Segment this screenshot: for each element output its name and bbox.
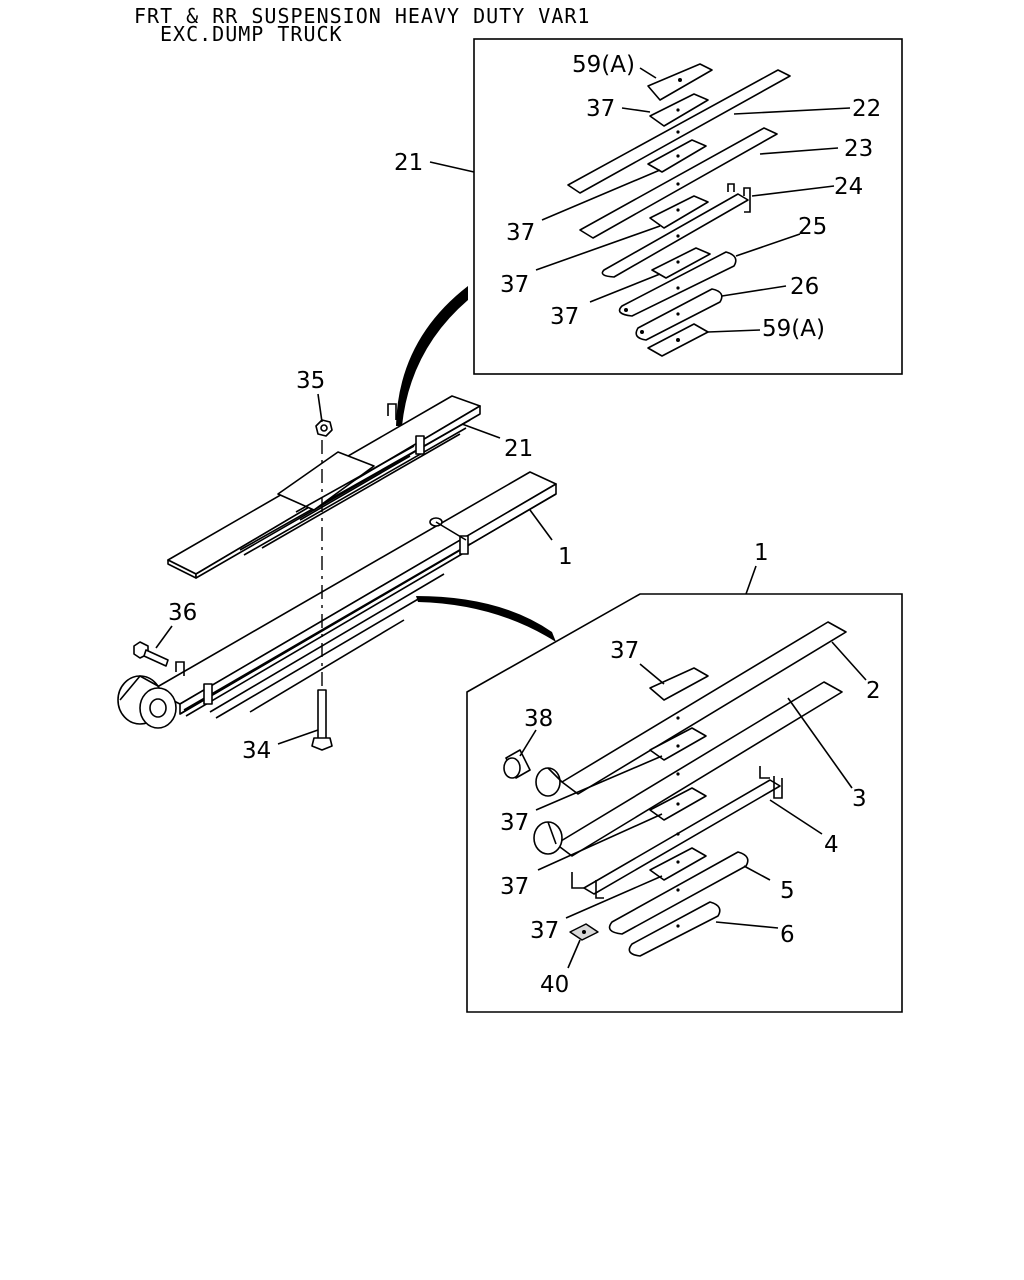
leaf-3: [533, 681, 843, 857]
leaders-box-1: [519, 565, 867, 969]
callout-37-f: 37: [500, 810, 529, 836]
callout-labels: 59(A) 37 22 23 21 24 37 25 37 26 37 59(A…: [168, 52, 881, 998]
leaf-24: [601, 183, 751, 278]
callout-37-c: 37: [500, 272, 529, 298]
callout-25: 25: [798, 214, 827, 240]
diagram-subtitle: EXC.DUMP TRUCK: [160, 22, 343, 46]
callout-34: 34: [242, 738, 271, 764]
callout-6: 6: [780, 922, 795, 948]
pad-37-d: [651, 247, 711, 279]
detail-pointer-arrow-top: [396, 286, 468, 426]
leaf-4: [571, 766, 783, 899]
callout-3: 3: [852, 786, 867, 812]
nut-35: [315, 419, 333, 437]
callout-37-h: 37: [530, 918, 559, 944]
bolt-36: [133, 641, 169, 667]
detail-box-21: [473, 38, 903, 375]
bushing-38: [503, 749, 531, 779]
leaders-main: [155, 393, 553, 745]
leaf-25: [618, 251, 737, 317]
spring-assembly-1: [117, 471, 557, 729]
callout-24: 24: [834, 174, 863, 200]
callout-38: 38: [524, 706, 553, 732]
callout-59a-top: 59(A): [572, 52, 635, 78]
callout-22: 22: [852, 96, 881, 122]
callout-1-box: 1: [754, 540, 769, 566]
callout-26: 26: [790, 274, 819, 300]
callout-36: 36: [168, 600, 197, 626]
pad-37-c: [649, 195, 709, 229]
callout-21-main: 21: [504, 436, 533, 462]
leaf-6: [628, 901, 721, 957]
leaf-5: [608, 851, 749, 935]
detail-pointer-arrow-bottom: [416, 596, 556, 642]
callout-23: 23: [844, 136, 873, 162]
callout-59a-bottom: 59(A): [762, 316, 825, 342]
spring-assembly-21: [167, 395, 481, 579]
callout-35: 35: [296, 368, 325, 394]
callout-37-e: 37: [610, 638, 639, 664]
callout-21-box: 21: [394, 150, 423, 176]
center-bolt-axis-21: [676, 108, 680, 316]
callout-4: 4: [824, 832, 839, 858]
callout-37-g: 37: [500, 874, 529, 900]
diagram-title: FRT & RR SUSPENSION HEAVY DUTY VAR1: [134, 4, 591, 28]
center-bolt-axis-1: [676, 716, 680, 928]
leaders-box-21: [429, 67, 851, 333]
callout-40: 40: [540, 972, 569, 998]
callout-5: 5: [780, 878, 795, 904]
callout-1-main: 1: [558, 544, 573, 570]
pad-59a-top: [647, 63, 713, 101]
callout-2: 2: [866, 678, 881, 704]
detail-box-1: [466, 593, 903, 1013]
callout-37-d: 37: [550, 304, 579, 330]
pad-37-e: [649, 667, 709, 701]
leaf-2: [535, 621, 847, 797]
clip-40: [569, 923, 599, 941]
bolt-34: [311, 689, 333, 751]
callout-37-a: 37: [586, 96, 615, 122]
callout-37-b: 37: [506, 220, 535, 246]
